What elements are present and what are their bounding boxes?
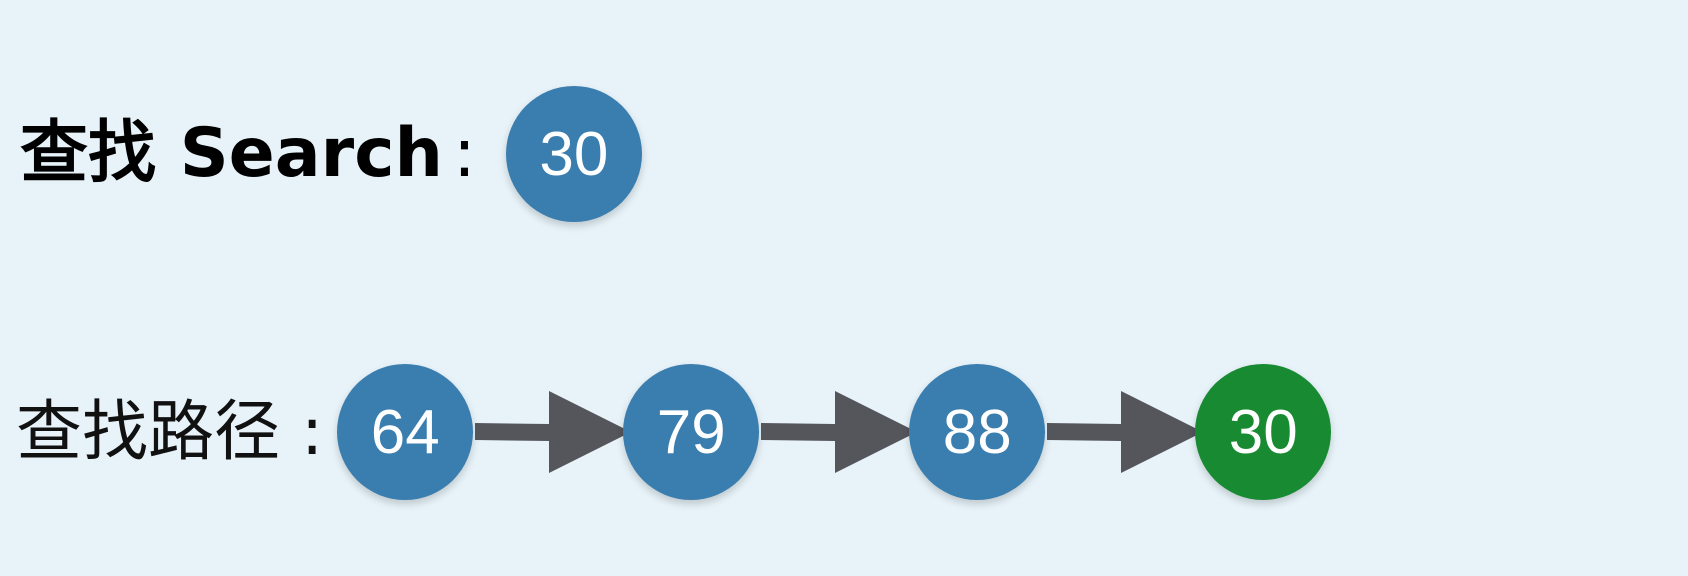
right-arrow-icon: [475, 391, 632, 473]
search-colon: :: [452, 114, 476, 193]
path-colon: :: [300, 393, 324, 470]
path-node-2-value: 79: [656, 397, 726, 467]
path-node-found: 30: [1195, 364, 1332, 500]
path-node-found-value: 30: [1228, 397, 1298, 467]
search-path-row: 查找路径 : 64 79 88 30: [16, 364, 1332, 500]
right-arrow-icon: [1047, 391, 1204, 473]
search-row: 查找 Search: 30: [20, 86, 642, 222]
path-label: 查找路径 :: [16, 399, 323, 465]
path-node-3: 88: [909, 364, 1046, 500]
path-node-2: 79: [623, 364, 760, 500]
search-target-value: 30: [539, 119, 609, 189]
search-label-cn: 查找: [20, 114, 157, 193]
path-node-1-value: 64: [370, 397, 440, 467]
path-node-3-value: 88: [942, 397, 1012, 467]
right-arrow-icon: [761, 391, 918, 473]
search-label: 查找 Search:: [20, 120, 506, 188]
path-label-text: 查找路径: [16, 393, 280, 470]
path-node-1: 64: [337, 364, 474, 500]
search-label-en: Search: [179, 114, 443, 193]
search-target-node: 30: [505, 86, 642, 222]
